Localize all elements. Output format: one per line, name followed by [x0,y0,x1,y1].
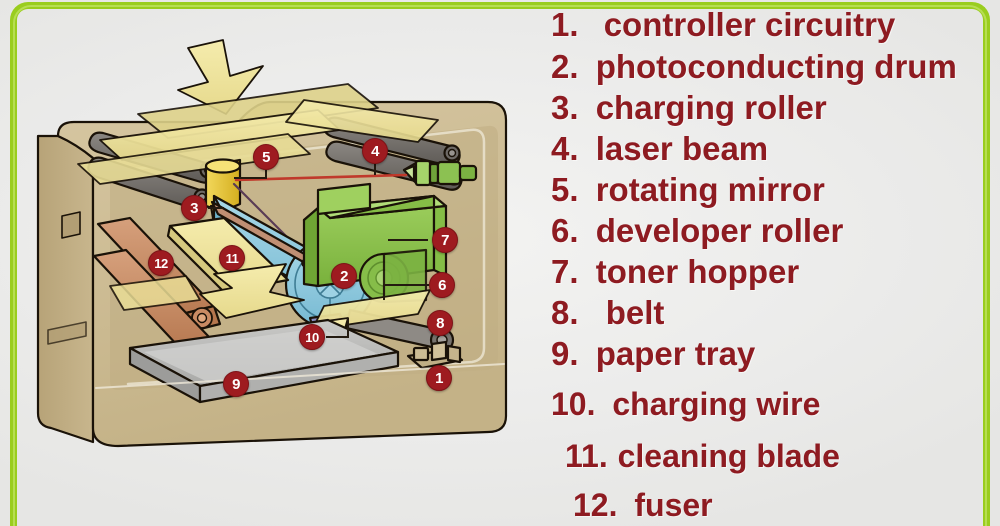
legend-item-8-label: belt [605,294,665,331]
legend-item-10: 10. charging wire [551,386,820,423]
legend-item-1: 1. controller circuitry [551,6,895,44]
legend-item-10-number: 10. [551,386,596,422]
legend-item-7: 7. toner hopper [551,253,799,291]
callout-badge-9[interactable]: 9 [223,371,249,397]
callout-badge-7[interactable]: 7 [432,227,458,253]
legend-item-1-number: 1. [551,6,579,43]
legend-item-12-label: fuser [634,487,713,523]
legend-item-6: 6. developer roller [551,212,843,250]
legend-item-12: 12. fuser [573,487,713,524]
legend-item-7-label: toner hopper [595,253,800,290]
legend-item-11: 11. cleaning blade [565,438,840,475]
legend-item-11-number: 11. [565,438,608,474]
legend-item-6-label: developer roller [595,212,844,249]
legend-item-8: 8. belt [551,294,664,332]
callout-badge-1[interactable]: 1 [426,365,452,391]
legend-item-4: 4. laser beam [551,130,768,168]
controller-circuitry [406,340,464,370]
legend-item-5-number: 5. [551,171,579,208]
legend-item-5: 5. rotating mirror [551,171,825,209]
laser-unit [402,159,478,187]
legend-item-11-label: cleaning blade [617,438,840,474]
legend-item-4-number: 4. [551,130,579,167]
legend-item-9-label: paper tray [595,335,756,372]
legend-item-10-label: charging wire [612,386,821,422]
printer-svg [36,39,508,448]
callout-badge-5[interactable]: 5 [253,144,279,170]
legend-item-3: 3. charging roller [551,89,827,127]
legend-item-6-number: 6. [551,212,579,249]
legend-item-2-label: photoconducting drum [595,48,957,85]
legend-item-3-label: charging roller [595,89,827,126]
legend-item-12-number: 12. [573,487,618,523]
callout-badge-4[interactable]: 4 [362,138,388,164]
callout-badge-2[interactable]: 2 [331,263,357,289]
callout-badge-11[interactable]: 11 [219,245,245,271]
callout-badge-6[interactable]: 6 [429,272,455,298]
paper-path-top [77,39,439,185]
legend-item-1-label: controller circuitry [603,6,896,43]
printer-inner-frame-outline [124,128,486,386]
legend-item-3-number: 3. [551,89,579,126]
legend-item-9: 9. paper tray [551,335,755,373]
callout-badge-8[interactable]: 8 [427,310,453,336]
callout-leader-lines [208,164,429,338]
printer-cutaway-diagram: 1 2 3 4 5 6 7 8 9 10 11 12 [18,18,530,488]
parts-legend-list: 1. controller circuitry 2. photoconducti… [540,0,990,526]
legend-item-2-number: 2. [551,48,579,85]
callout-badge-3[interactable]: 3 [181,195,207,221]
legend-item-4-label: laser beam [595,130,769,167]
legend-item-5-label: rotating mirror [595,171,825,208]
printer-side-vents [47,211,87,345]
callout-badge-12[interactable]: 12 [148,250,174,276]
legend-item-8-number: 8. [551,294,579,331]
callout-badge-10[interactable]: 10 [299,324,325,350]
laser-beam-line [234,173,408,182]
legend-item-7-number: 7. [551,253,579,290]
legend-item-9-number: 9. [551,335,579,372]
legend-item-2: 2. photoconducting drum [551,48,957,86]
